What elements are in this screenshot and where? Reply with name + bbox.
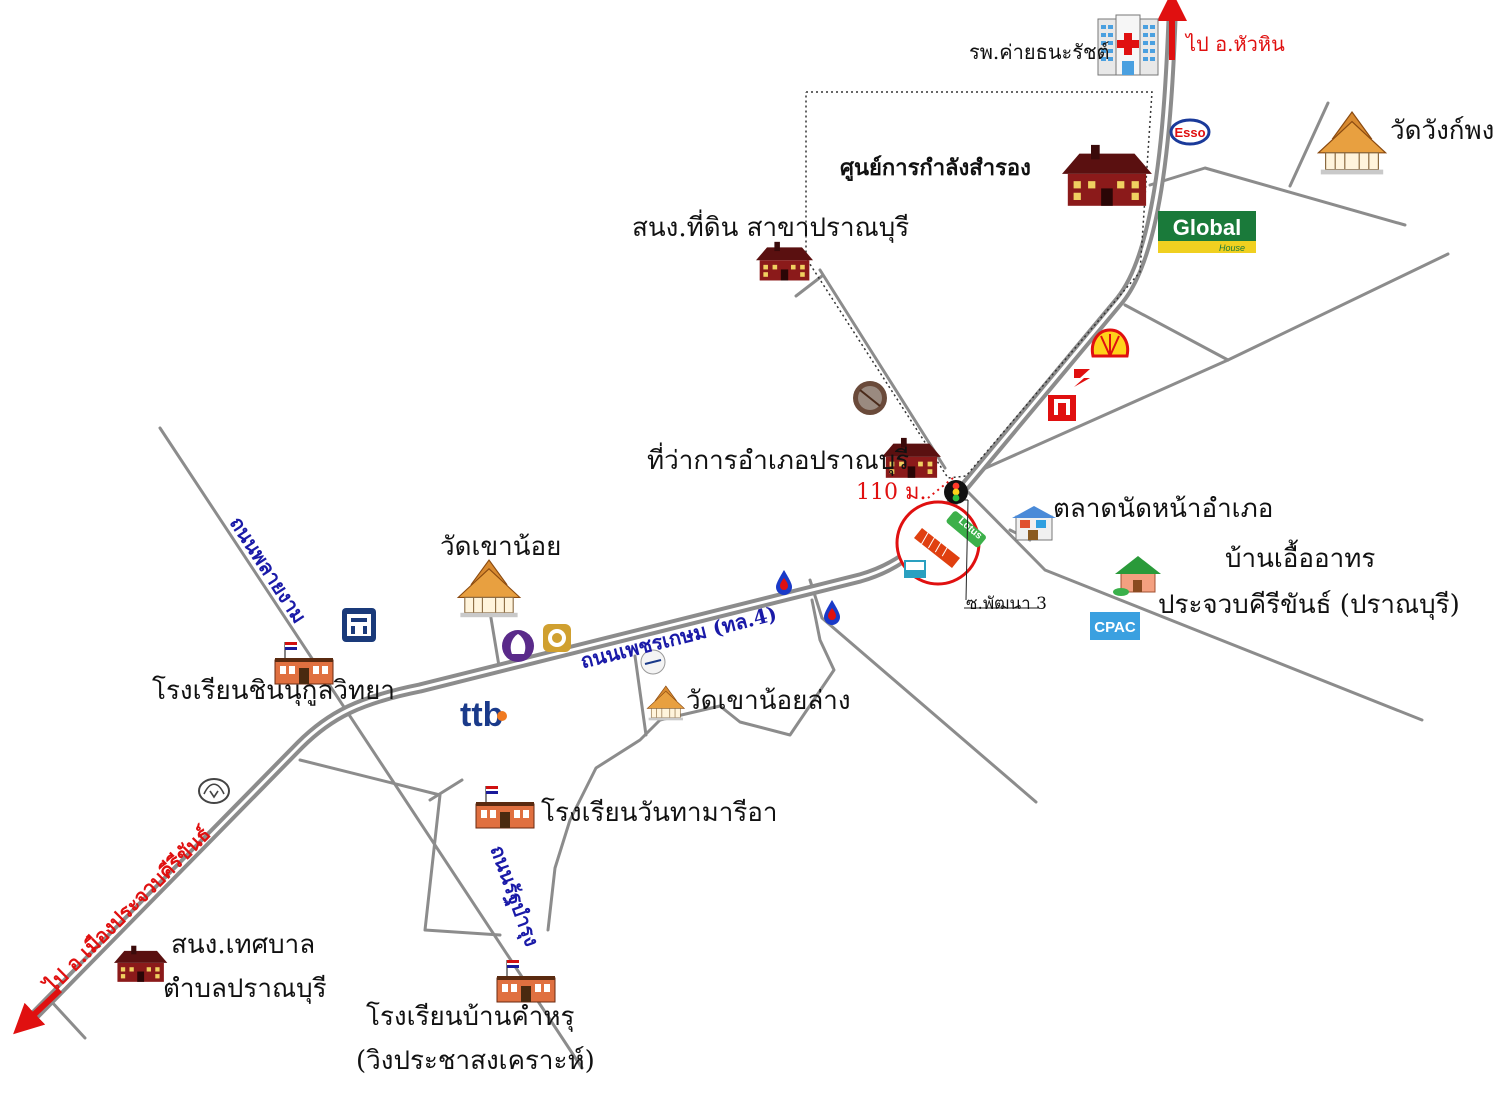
bank-logo-purple: [502, 630, 534, 662]
svg-text:ttb: ttb: [460, 696, 503, 734]
reserve-area-boundary: [805, 91, 1153, 479]
white-car-logo: [640, 649, 666, 675]
reserve-center-label: ศูนย์การกำลังสำรอง: [840, 155, 1031, 181]
direction-north-label: ไป อ.หัวหิน: [1186, 32, 1285, 56]
wat-wang-phong-label: วัดวังก์พง: [1390, 116, 1495, 146]
market-label: ตลาดนัดหน้าอำเภอ: [1053, 494, 1274, 524]
school-bankhamru-icon: [496, 959, 556, 1003]
gas-station-icon-2: [824, 600, 840, 625]
ttb-logo: ttb: [460, 696, 507, 734]
svg-text:Esso: Esso: [1174, 125, 1205, 140]
arrow-southwest: [13, 987, 63, 1035]
wat-khao-noi-lang-label: วัดเขาน้อยล่าง: [686, 686, 851, 716]
land-office-icon: [756, 241, 814, 281]
market-icon: [1012, 506, 1056, 541]
soi-label: ซ.พัฒนา 3: [966, 594, 1047, 614]
global-house-logo: Global House: [1158, 211, 1256, 253]
soi-pointer-v: [965, 499, 969, 601]
elderly-home-label-1: บ้านเอื้ออาทร: [1225, 544, 1376, 574]
district-office-label: ที่ว่าการอำเภอปราณบุรี: [647, 446, 910, 476]
municipal-label-1: สนง.เทศบาล: [171, 930, 316, 960]
district-emblem-icon: [853, 381, 887, 415]
cpac-logo: CPAC: [1090, 612, 1140, 640]
school-bankhamru-label-2: (วิงประชาสงเคราะห์): [356, 1046, 595, 1076]
wat-khao-noi-icon: [457, 559, 521, 618]
elderly-home-label-2: ประจวบคีรีขันธ์ (ปราณบุรี): [1158, 590, 1460, 620]
bank-logo-blue: [342, 608, 376, 642]
bank-logo-gold: [543, 624, 571, 652]
municipal-office-icon: [114, 945, 168, 982]
wat-wang-phong-icon: [1317, 111, 1387, 176]
gas-station-icon: [776, 570, 792, 595]
school-bankhamru-label-1: โรงเรียนบ้านคำหรุ: [366, 1002, 575, 1032]
school-chinnukun-label: โรงเรียนชินนุกูลวิทยา: [152, 676, 395, 706]
hospital-icon: [1097, 14, 1159, 76]
destination-marker[interactable]: Lotus: [895, 500, 987, 586]
distance-label: 110 ม.: [856, 480, 927, 505]
land-office-label: สนง.ที่ดิน สาขาปราณบุรี: [632, 213, 910, 243]
mazda-logo: [198, 778, 230, 804]
traffic-light-icon: [944, 480, 968, 504]
wat-khao-noi-label: วัดเขาน้อย: [440, 532, 562, 562]
svg-text:House: House: [1219, 243, 1245, 253]
wat-khao-noi-lang-icon: [646, 685, 685, 721]
red-dealer-logo: [1048, 395, 1076, 421]
suzuki-logo: [1074, 369, 1090, 387]
svg-text:Global: Global: [1173, 215, 1241, 240]
svg-text:CPAC: CPAC: [1094, 619, 1136, 636]
esso-logo: Esso: [1169, 118, 1211, 146]
shell-logo: [1090, 328, 1130, 358]
hospital-label: รพ.ค่ายธนะรัชต์: [969, 40, 1110, 64]
reserve-center-icon: [1062, 144, 1152, 206]
school-wanthamario-label: โรงเรียนวันทามารีอา: [541, 798, 778, 828]
school-wanthamario-icon: [475, 785, 535, 829]
municipal-label-2: ตำบลปราณบุรี: [163, 974, 327, 1004]
elderly-home-icon: [1113, 556, 1161, 596]
